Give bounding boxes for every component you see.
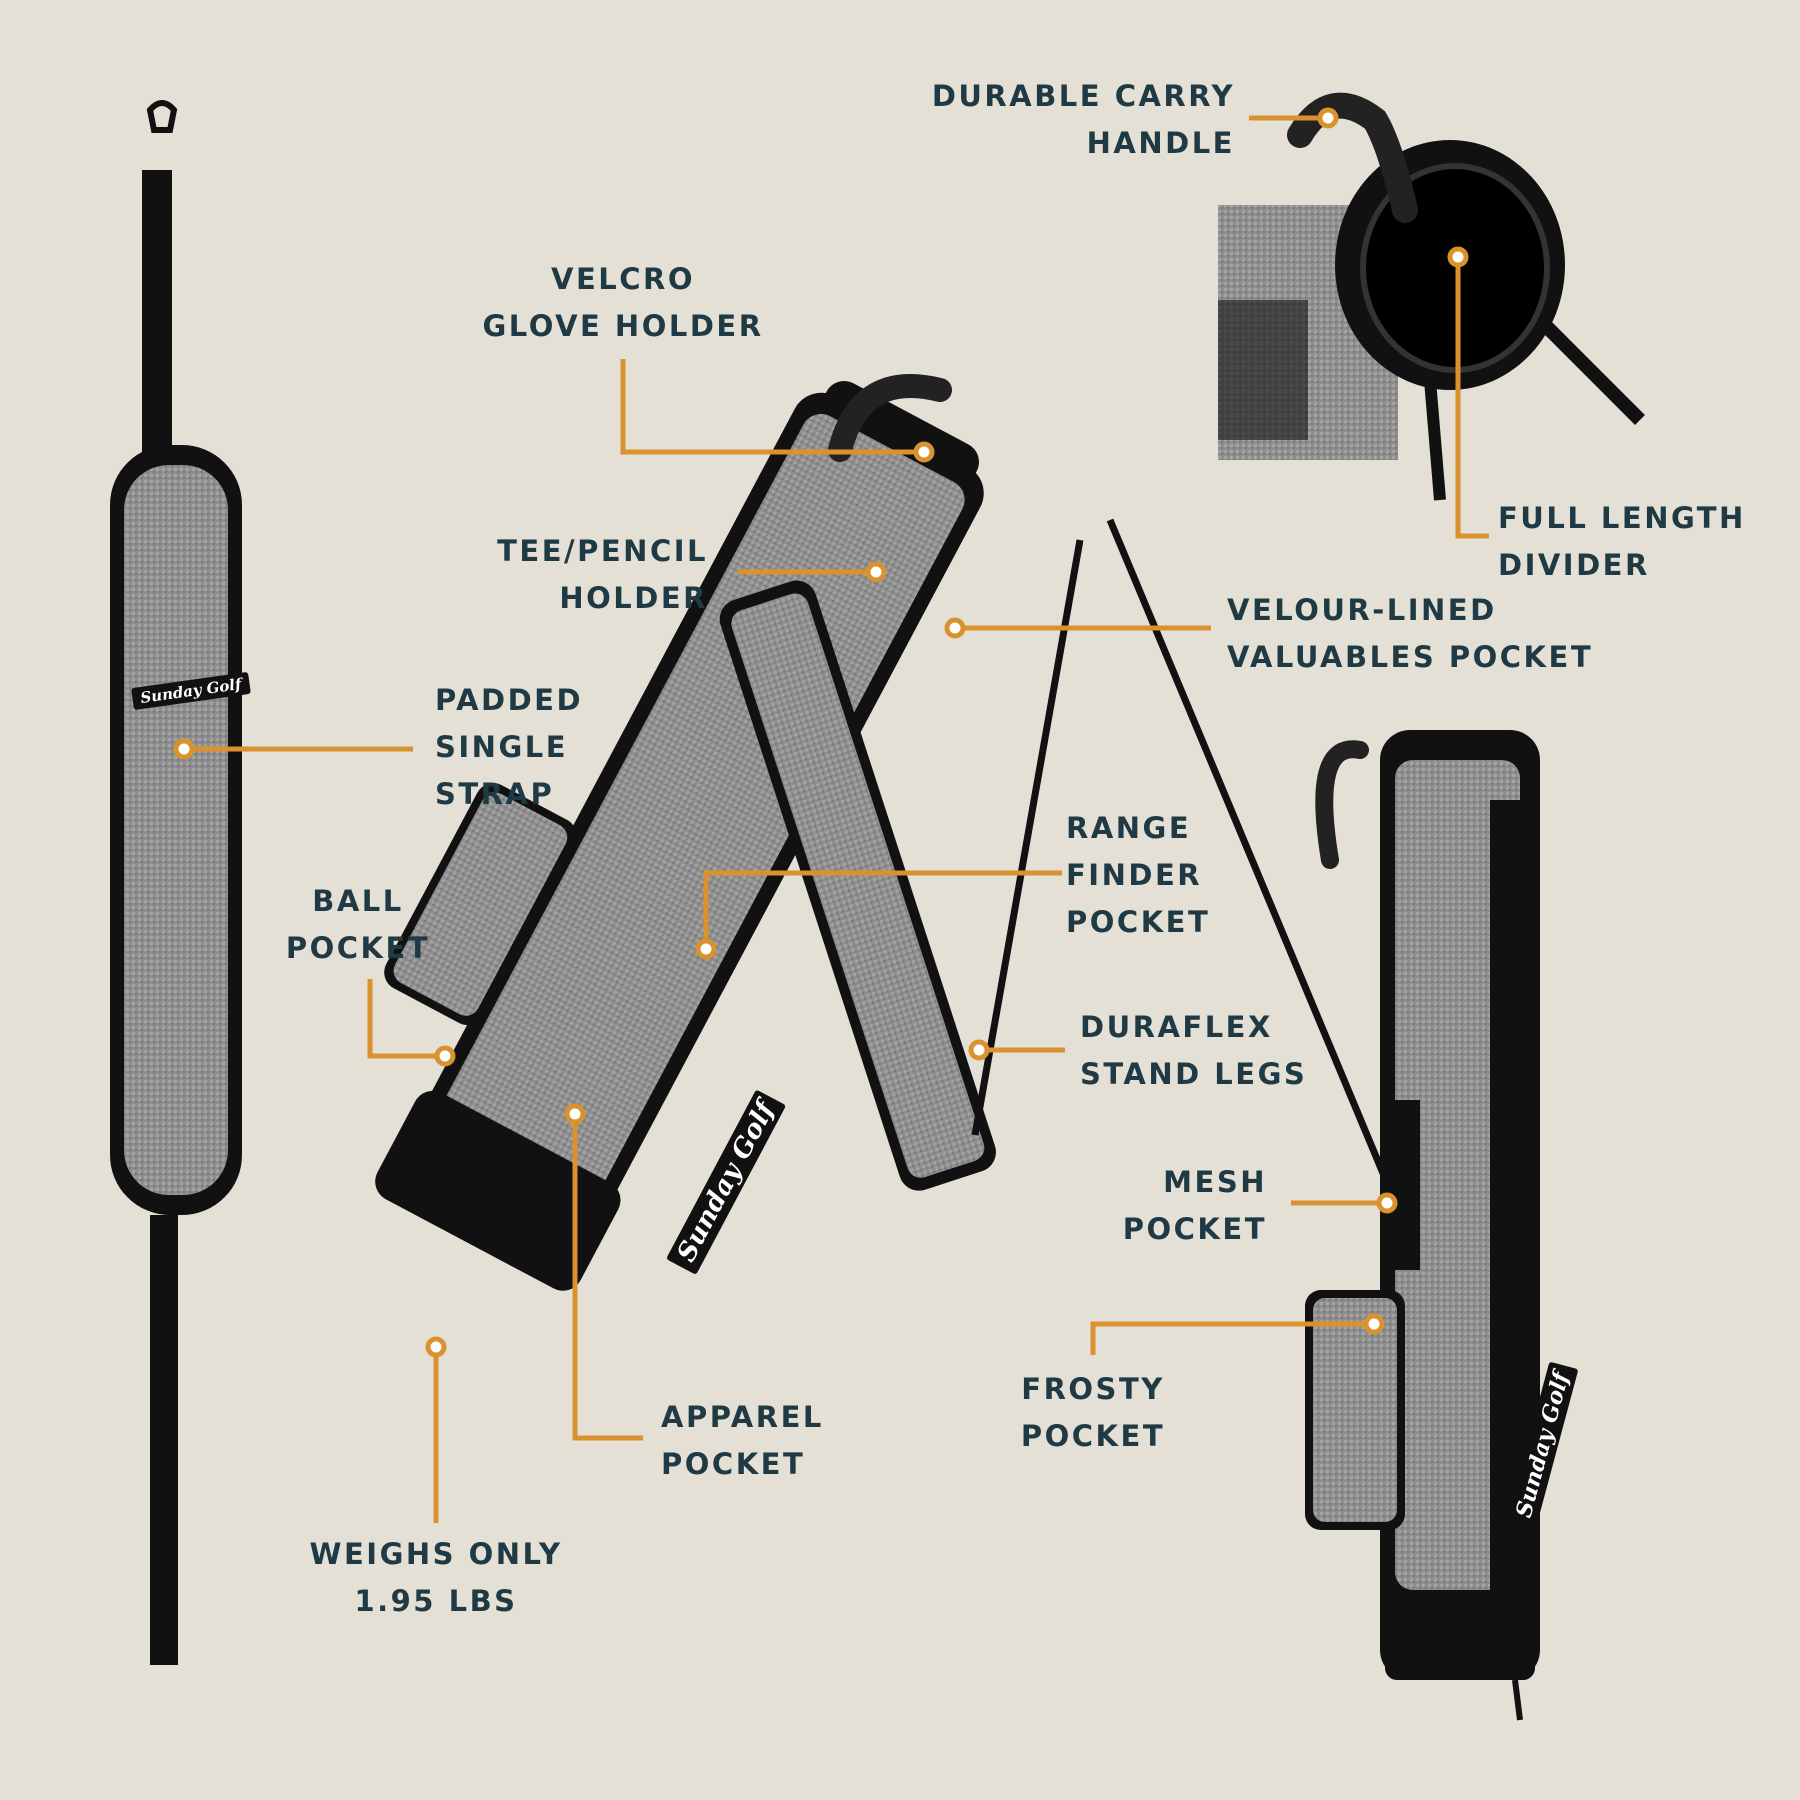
main-bag (375, 380, 984, 1291)
stand-leg (1106, 518, 1394, 1192)
stand-leg (971, 539, 1084, 1136)
callout-dots (173, 107, 1469, 1358)
top-inset (1218, 92, 1645, 501)
carry-handle (828, 374, 952, 462)
side-bag (1305, 730, 1540, 1721)
callout-leaders (184, 115, 1489, 1523)
shoulder-strap (110, 100, 242, 1665)
glove-strap (719, 580, 996, 1191)
